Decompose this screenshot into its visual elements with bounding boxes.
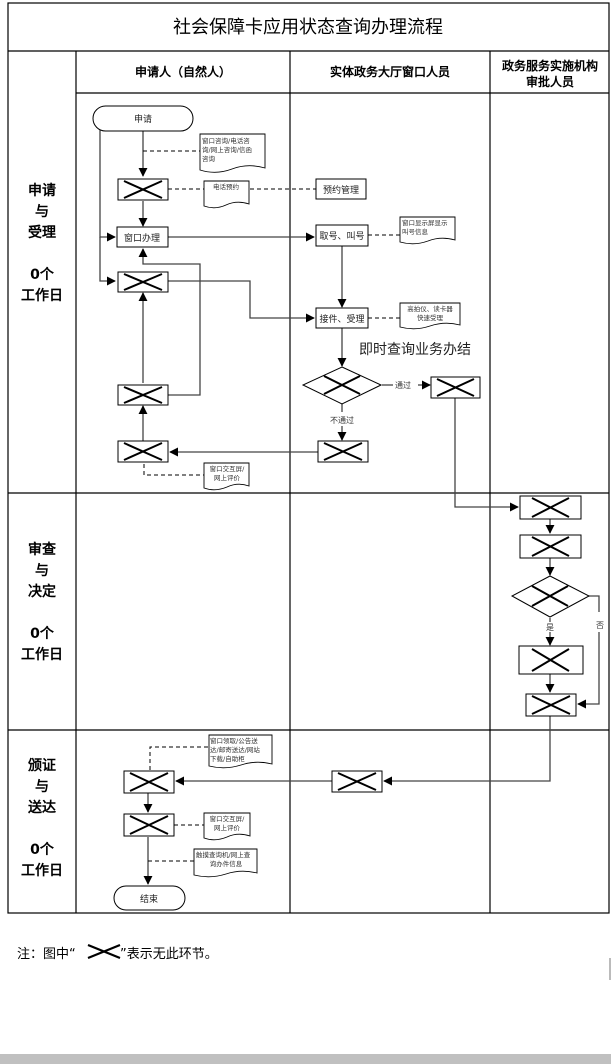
doc-evaluate-1: 窗口交互屏/ 网上评价 xyxy=(203,462,250,491)
doc-line: 询/网上咨询/信函 xyxy=(202,145,252,154)
no-step-box xyxy=(518,645,584,675)
appointment-mgmt-node: 预约管理 xyxy=(315,178,367,200)
phase-line: 工作日 xyxy=(21,287,63,304)
phase-line: 与 xyxy=(35,204,49,220)
no-step-box xyxy=(123,770,175,794)
start-terminal: 申请 xyxy=(92,105,194,132)
phase-line: 颁证 xyxy=(28,758,56,774)
doc-line: 窗口显示屏显示 xyxy=(402,218,448,227)
doc-line: 咨询 xyxy=(202,154,216,163)
doc-line: 网上评价 xyxy=(214,823,241,832)
phase-line: 决定 xyxy=(28,583,56,600)
doc-line: 窗口交互屏/ xyxy=(210,464,246,473)
no-step-box xyxy=(430,376,481,399)
doc-query-machine: 触摸查询机/网上查 询办件信息 xyxy=(193,848,258,878)
start-label: 申请 xyxy=(134,113,152,125)
no-label: 否 xyxy=(596,621,604,630)
end-label: 结束 xyxy=(140,893,158,905)
phase-line: 工作日 xyxy=(21,646,63,663)
table-grid xyxy=(7,2,610,914)
no-step-box xyxy=(317,440,369,463)
doc-line: 触摸查询机/网上查 xyxy=(196,850,251,859)
doc-line: 电话预约 xyxy=(213,182,239,191)
lane-header-approver-line2: 审批人员 xyxy=(526,74,574,89)
appointment-mgmt-label: 预约管理 xyxy=(323,184,359,196)
pass-label: 通过 xyxy=(395,380,411,390)
doc-line: 询办件信息 xyxy=(210,859,243,868)
phase-line: 申请 xyxy=(28,182,56,199)
doc-pickup: 窗口领取/公告送 达/邮寄送达/网站 下载/自助柜 xyxy=(208,734,273,769)
lane-header-approver-line1: 政务服务实施机构 xyxy=(502,58,598,73)
footnote-prefix: 注：图中“ xyxy=(17,947,76,962)
lane-header-window-staff: 实体政务大厅窗口人员 xyxy=(330,64,450,79)
window-handle-label: 窗口办理 xyxy=(124,232,160,244)
phase-line: 0个 xyxy=(30,625,55,642)
no-step-box xyxy=(519,495,582,520)
no-step-box xyxy=(117,440,169,463)
doc-line: 网上评价 xyxy=(214,473,241,482)
phase-line: 受理 xyxy=(28,224,56,241)
doc-line: 快速受理 xyxy=(417,313,444,322)
no-step-box xyxy=(519,534,582,559)
yes-label: 是 xyxy=(546,623,554,632)
no-step-box xyxy=(525,693,577,717)
instant-completion-note: 即时查询业务办结 xyxy=(359,342,471,358)
take-number-node: 取号、叫号 xyxy=(315,224,369,247)
fail-label: 不通过 xyxy=(330,415,354,425)
doc-line: 窗口领取/公告送 xyxy=(210,736,258,745)
cross-symbol-icon xyxy=(87,943,121,960)
doc-line: 达/邮寄送达/网站 xyxy=(210,745,260,754)
phase-line: 0个 xyxy=(30,841,55,858)
lane-header-applicant: 申请人（自然人） xyxy=(135,64,231,79)
doc-line: 窗口交互屏/ xyxy=(210,814,246,823)
doc-line: 下载/自助柜 xyxy=(210,754,245,763)
doc-screen-display: 窗口显示屏显示 叫号信息 xyxy=(399,216,456,245)
phase-line: 工作日 xyxy=(21,862,63,879)
documents: 窗口咨询/电话咨 询/网上咨询/信函 咨询 电话预约 窗口显示屏显示 叫号信息 … xyxy=(193,133,461,878)
end-terminal: 结束 xyxy=(113,885,186,911)
doc-line: 叫号信息 xyxy=(402,227,429,236)
doc-line: 窗口咨询/电话咨 xyxy=(202,136,250,145)
phase-line: 与 xyxy=(35,779,49,795)
no-step-box xyxy=(331,770,383,793)
dashed-connectors xyxy=(143,150,400,862)
phase-label-review-decide: 审查 与 决定 0个 工作日 xyxy=(21,541,63,663)
doc-phone-booking: 电话预约 xyxy=(203,180,250,209)
page-title: 社会保障卡应用状态查询办理流程 xyxy=(173,17,443,38)
phase-line: 与 xyxy=(35,563,49,579)
decision-diamond-approve xyxy=(510,575,591,618)
bottom-bar xyxy=(0,1054,611,1064)
doc-evaluate-2: 窗口交互屏/ 网上评价 xyxy=(203,812,251,841)
take-number-label: 取号、叫号 xyxy=(319,231,364,242)
doc-line: 高拍仪、读卡器 xyxy=(407,304,453,313)
footnote: 注：图中“ ”表示无此环节。 xyxy=(17,943,218,962)
connectors xyxy=(99,119,600,885)
no-step-box xyxy=(117,384,169,406)
scrollbar-edge xyxy=(609,958,611,980)
receive-accept-node: 接件、受理 xyxy=(315,307,369,329)
crossed-boxes xyxy=(117,178,584,837)
doc-consult: 窗口咨询/电话咨 询/网上咨询/信函 咨询 xyxy=(199,133,266,173)
phase-line: 送达 xyxy=(27,799,56,816)
phase-line: 0个 xyxy=(30,266,55,283)
receive-accept-label: 接件、受理 xyxy=(319,313,364,325)
decision-diamond-pass xyxy=(301,366,383,405)
footnote-suffix: ”表示无此环节。 xyxy=(120,947,218,962)
no-step-box xyxy=(117,178,169,201)
no-step-box xyxy=(123,813,175,837)
phase-line: 审查 xyxy=(28,541,57,558)
window-handle-node: 窗口办理 xyxy=(116,226,169,248)
phase-label-issue-deliver: 颁证 与 送达 0个 工作日 xyxy=(21,758,63,879)
doc-scanner: 高拍仪、读卡器 快速受理 xyxy=(399,302,461,330)
no-step-box xyxy=(117,271,169,293)
phase-label-apply-accept: 申请 与 受理 0个 工作日 xyxy=(21,182,63,304)
